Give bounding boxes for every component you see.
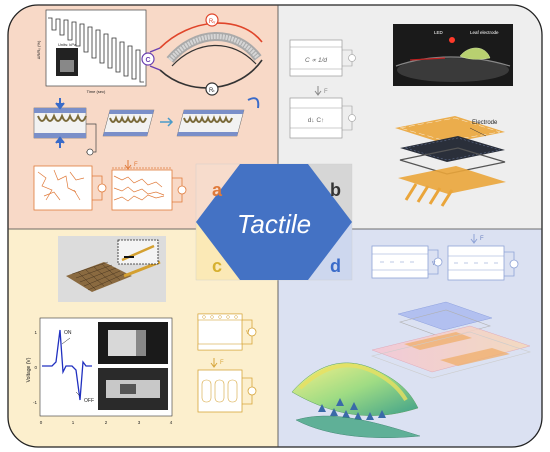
panel-c-xtick-4: 4 xyxy=(170,420,173,425)
panel-c-xtick-0: 0 xyxy=(40,420,43,425)
panel-b-equation-1: C ∝ 1/d xyxy=(305,57,327,64)
panel-c-xtick-2: 2 xyxy=(105,420,108,425)
panel-c-force-label: F xyxy=(220,360,224,366)
center-label-c: c xyxy=(212,256,222,276)
center-title: Tactile xyxy=(237,209,311,239)
panel-a-label-rv: Rᵥ xyxy=(209,19,215,25)
panel-a-label-c: C xyxy=(145,57,150,64)
panel-d: V F xyxy=(291,234,532,438)
panel-b-electrode-stack: Electrode xyxy=(395,116,506,207)
panel-a-percolation-circuits: F xyxy=(33,160,187,211)
panel-a-plot-ylabel: ΔR/R₀ (%) xyxy=(36,40,41,59)
panel-c-xtick-1: 1 xyxy=(72,420,75,425)
panel-b-capacitor-top: C ∝ 1/d xyxy=(289,39,356,77)
panel-b-capacitor-bottom: F d↓ C↑ xyxy=(289,86,356,139)
panel-c-plot-ylabel: Voltage (V) xyxy=(26,357,32,382)
panel-b-force-label: F xyxy=(324,89,328,95)
panel-a-inset-label: Units: kPa xyxy=(58,42,77,47)
center-label-b: b xyxy=(330,180,341,200)
panel-a-arch-circuit: C Rᵥ Rₜ xyxy=(141,13,263,96)
panel-c-ytick-m1: -1 xyxy=(33,400,37,405)
panel-d-layer-stack xyxy=(370,301,532,379)
panel-b: C ∝ 1/d F d↓ C↑ LED Leaf electrode xyxy=(289,24,513,207)
panel-c-device-photo xyxy=(58,236,166,302)
panel-c-ytick-1: 1 xyxy=(34,330,37,335)
panel-b-led-label: LED xyxy=(434,30,444,35)
panel-d-v-label: V xyxy=(432,261,436,267)
panel-b-electrode-label: Electrode xyxy=(472,120,498,126)
panel-c-on-label: ON xyxy=(64,330,72,336)
panel-a-resistance-plot: Units: kPa ΔR/R₀ (%) Time (sec) xyxy=(36,9,147,94)
panel-d-force-label: F xyxy=(480,236,484,242)
panel-c-triboelectric-circuits: V F xyxy=(197,313,257,413)
center-label-a: a xyxy=(212,180,223,200)
panel-b-led-photo: LED Leaf electrode xyxy=(393,24,513,86)
panel-c-off-label: OFF xyxy=(84,398,94,404)
figure-border xyxy=(7,4,543,448)
panel-b-leaf-label: Leaf electrode xyxy=(470,30,499,35)
panel-d-flexible-sheets xyxy=(291,362,421,438)
panel-a: Units: kPa ΔR/R₀ (%) Time (sec) C Rᵥ Rₜ xyxy=(33,9,263,211)
panel-a-plot-xlabel: Time (sec) xyxy=(87,89,106,94)
center-hexagon xyxy=(196,164,352,280)
panel-c-ytick-0: 0 xyxy=(34,365,37,370)
panel-a-force-label: F xyxy=(134,162,138,168)
panel-c-voltage-plot: Voltage (V) 1 0 -1 0 1 2 3 4 ON OFF xyxy=(26,317,173,425)
panel-c-xtick-3: 3 xyxy=(138,420,141,425)
panel-a-label-rt: Rₜ xyxy=(209,88,215,94)
panel-b-equation-2: d↓ C↑ xyxy=(308,117,325,124)
panel-c: Voltage (V) 1 0 -1 0 1 2 3 4 ON OFF xyxy=(26,236,257,425)
center-label-d: d xyxy=(330,256,341,276)
panel-d-piezo-circuits: V F xyxy=(371,234,519,281)
panel-c-v-label: V xyxy=(246,330,250,336)
center-emblem: a b c d Tactile xyxy=(195,163,353,281)
panel-a-compression-sequence xyxy=(33,97,260,156)
